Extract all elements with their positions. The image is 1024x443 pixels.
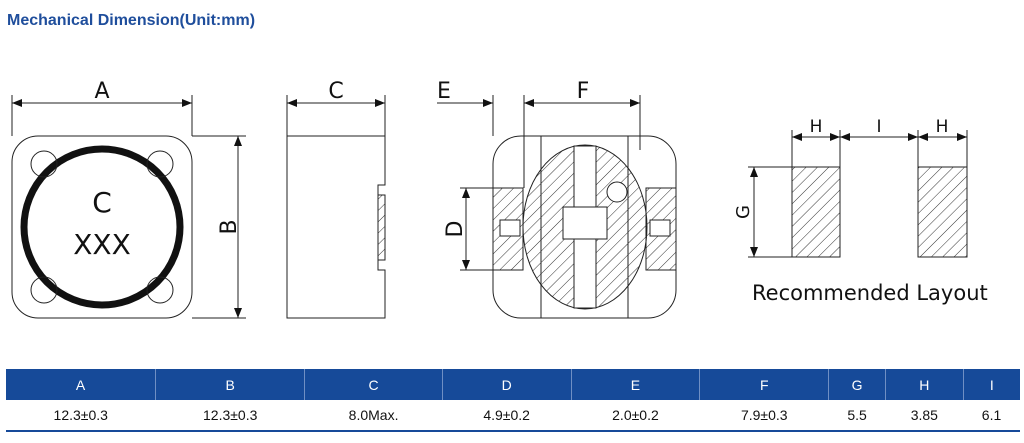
dim-label-a: A	[94, 79, 109, 104]
page-title: Mechanical Dimension(Unit:mm)	[7, 12, 256, 29]
value-cell: 6.1	[981, 407, 1002, 423]
dimension-table: A B C D E F G H I 12.3±0.3 12.3±0.3 8.0M…	[6, 369, 1020, 432]
dim-label-e: E	[437, 79, 451, 104]
value-cell: 2.0±0.2	[612, 407, 659, 423]
dim-label-g: G	[733, 205, 754, 219]
dim-label-h1: H	[810, 117, 823, 137]
marking-line2: XXX	[73, 228, 131, 261]
table-header-row: A B C D E F G H I	[6, 369, 1020, 400]
header-cell: I	[962, 369, 1020, 400]
header-cell: G	[828, 369, 886, 400]
marking-line1: C	[92, 186, 112, 219]
header-cell: C	[304, 369, 443, 400]
dim-label-i: I	[876, 117, 881, 137]
value-cell: 5.5	[847, 407, 867, 423]
header-cell: A	[6, 369, 156, 400]
value-cell: 7.9±0.3	[740, 407, 788, 423]
recommended-layout	[748, 130, 968, 258]
header-cell: D	[441, 369, 572, 400]
side-view	[286, 95, 386, 319]
value-cell: 3.85	[910, 407, 938, 423]
value-cell: 4.9±0.2	[483, 407, 530, 423]
header-cell: F	[699, 369, 829, 400]
layout-caption: Recommended Layout	[752, 281, 988, 305]
value-cell: 12.3±0.3	[203, 407, 258, 423]
dim-label-c: C	[328, 79, 343, 104]
dim-label-h2: H	[936, 117, 949, 137]
bottom-view	[437, 95, 677, 319]
value-cell: 8.0Max.	[348, 407, 399, 423]
dim-label-f: F	[577, 79, 590, 104]
dim-label-d: D	[443, 221, 468, 238]
dim-label-b: B	[217, 219, 242, 234]
top-view	[11, 95, 246, 319]
header-cell: E	[570, 369, 700, 400]
mechanical-drawing: C XXX A B C D E F G H I H Recommended La…	[11, 79, 988, 319]
value-cell: 12.3±0.3	[53, 407, 108, 423]
header-cell: B	[154, 369, 305, 400]
header-cell: H	[885, 369, 964, 400]
table-row: 12.3±0.3 12.3±0.3 8.0Max. 4.9±0.2 2.0±0.…	[6, 400, 1020, 431]
